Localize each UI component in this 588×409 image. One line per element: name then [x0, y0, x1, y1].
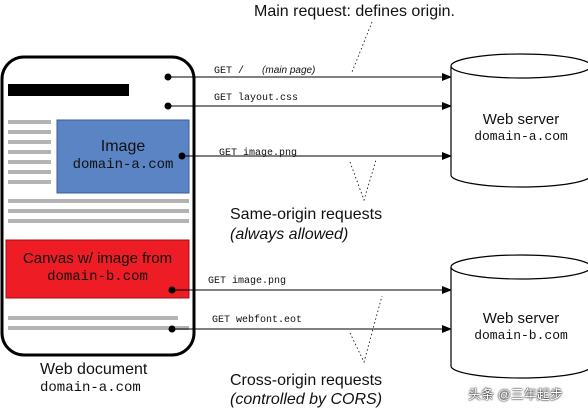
image-domain: domain-a.com	[72, 157, 174, 173]
main-request-note: Main request: defines origin.	[254, 3, 455, 20]
text-lines-full	[8, 199, 189, 223]
same-origin-title: Same-origin requests	[230, 206, 383, 223]
web-document-frame	[0, 55, 196, 357]
text-lines-bottom	[8, 316, 189, 330]
request-label-layout: GET layout.css	[214, 93, 299, 104]
pointer-main	[351, 21, 373, 73]
web-document-domain: domain-a.com	[40, 380, 141, 396]
cross-origin-title: Cross-origin requests	[230, 372, 383, 389]
server-a-title: Web server	[482, 111, 560, 128]
request-method: GET /	[214, 66, 245, 77]
watermark: 头条 @三年起步	[468, 387, 563, 402]
text-lines-left	[8, 120, 51, 184]
canvas-domain: domain-b.com	[47, 269, 148, 285]
pointer-cross-origin	[349, 295, 383, 364]
request-label-image-b: GET image.png	[208, 276, 287, 287]
request-label-webfont: GET webfont.eot	[212, 315, 303, 326]
origin-dot	[164, 73, 172, 81]
canvas-box	[5, 239, 190, 299]
server-b-domain: domain-b.com	[474, 328, 568, 343]
image-label: Image	[100, 138, 146, 155]
request-label-main: GET / (main page)	[214, 65, 315, 77]
origin-dot	[164, 102, 172, 110]
server-b-title: Web server	[482, 310, 560, 327]
request-label-image-a: GET image.png	[219, 148, 298, 159]
origin-dot	[178, 152, 186, 160]
header-bar	[8, 84, 129, 96]
origin-dot	[168, 325, 176, 333]
server-a-cylinder	[450, 53, 588, 188]
server-b-cylinder	[450, 254, 588, 379]
request-note: (main page)	[262, 65, 316, 76]
image-box	[56, 119, 190, 194]
canvas-label: Canvas w/ image from	[22, 250, 173, 267]
same-origin-subtitle: (always allowed)	[230, 226, 349, 243]
server-a-domain: domain-a.com	[474, 129, 568, 144]
origin-dot	[168, 286, 176, 294]
web-document-caption: Web document	[40, 361, 148, 378]
pointer-same-origin	[349, 159, 377, 202]
cross-origin-subtitle: (controlled by CORS)	[230, 391, 383, 408]
